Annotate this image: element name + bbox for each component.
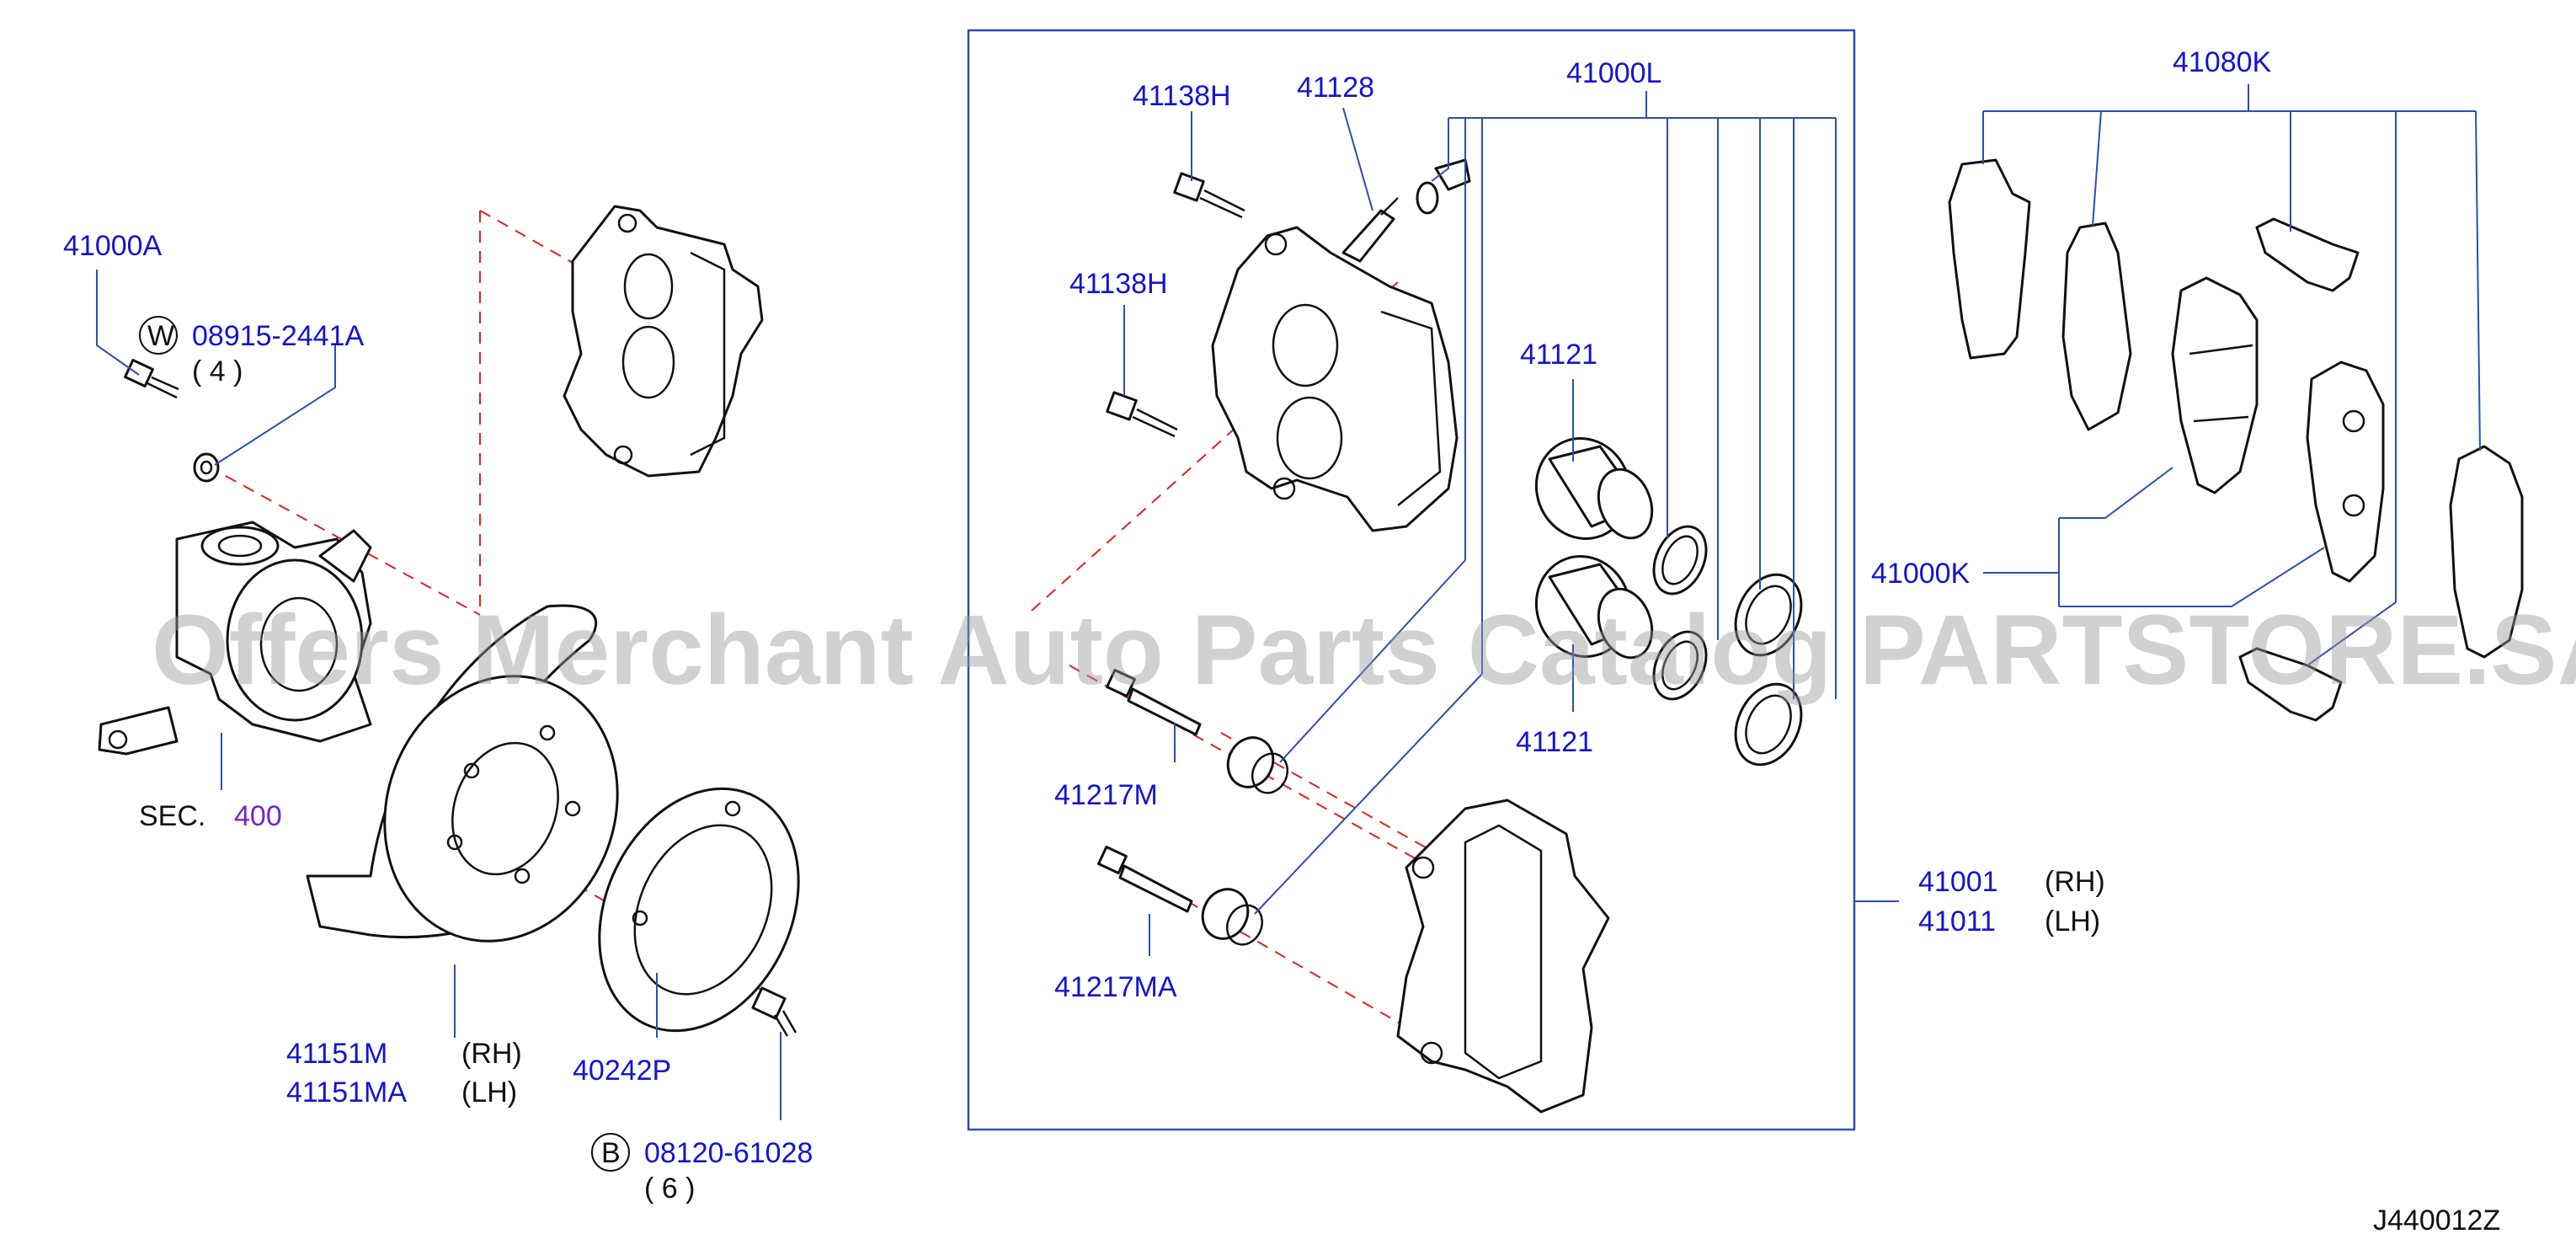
bleeder-cap-part — [1416, 158, 1471, 215]
piston-seal-part — [1652, 525, 1708, 596]
caliper-body-part — [1211, 226, 1459, 532]
backing-plate-bolt-part — [751, 986, 797, 1037]
backing-plate-part — [598, 787, 800, 1033]
guide-pin-boot-part-2 — [1201, 888, 1264, 946]
label-41138H-top[interactable]: 41138H — [1133, 80, 1231, 112]
pad-shim-part-3 — [2449, 445, 2524, 659]
diagram-id: J440012Z — [2373, 1205, 2500, 1237]
label-41000A[interactable]: 41000A — [63, 230, 163, 262]
guide-pin-part-2 — [1097, 846, 1193, 913]
label-41121-top[interactable]: 41121 — [1520, 339, 1597, 371]
label-sec-400[interactable]: 400 — [234, 800, 282, 832]
label-41011[interactable]: 41011 — [1918, 905, 1996, 938]
washer-part — [193, 452, 220, 483]
label-sec: SEC. — [139, 800, 205, 832]
label-08915-2441A[interactable]: 08915-2441A — [192, 320, 365, 352]
caliper-bracket-part — [1396, 799, 1610, 1114]
label-41000L[interactable]: 41000L — [1566, 57, 1661, 89]
steering-knuckle-part — [98, 521, 372, 756]
label-41128[interactable]: 41128 — [1297, 72, 1374, 104]
label-41000K[interactable]: 41000K — [1871, 558, 1971, 590]
piston-boot-part-2 — [1734, 682, 1803, 767]
label-41151MA-lh: (LH) — [461, 1076, 517, 1108]
guide-pin-boot-part — [1226, 736, 1289, 794]
dust-shield-part — [306, 604, 619, 943]
label-41001-rh: (RH) — [2045, 866, 2105, 898]
piston-part — [1534, 437, 1654, 540]
brake-pad-part — [2171, 276, 2259, 494]
label-41121-bottom[interactable]: 41121 — [1516, 726, 1593, 758]
guide-bolt-part-2 — [1106, 391, 1178, 438]
label-41217MA[interactable]: 41217MA — [1054, 971, 1177, 1003]
guide-bolt-part — [1173, 172, 1245, 219]
guide-pin-part — [1106, 669, 1202, 736]
label-40242P[interactable]: 40242P — [573, 1055, 671, 1087]
label-41151M[interactable]: 41151M — [286, 1038, 387, 1070]
leader-lines — [96, 84, 2481, 1120]
pad-clip-part-2 — [2238, 647, 2343, 722]
caliper-bolt-part — [124, 359, 179, 399]
piston-seal-part-2 — [1652, 630, 1708, 701]
pad-clip-part — [2255, 217, 2360, 292]
brake-pad-part-2 — [2306, 361, 2385, 583]
caliper-exploded-view-part — [563, 205, 764, 478]
b-marker-circle — [591, 1133, 630, 1172]
label-41011-lh: (LH) — [2045, 905, 2100, 938]
label-qty-4: ( 4 ) — [192, 355, 243, 387]
pad-shim-part-2 — [2061, 222, 2132, 431]
watermark-text: Offers Merchant Auto Parts Catalog PARTS… — [152, 595, 2576, 706]
label-w-marker: W — [147, 320, 174, 352]
piston-boot-part — [1734, 573, 1803, 657]
piston-part-2 — [1534, 555, 1654, 660]
caliper-group-frame — [967, 29, 1856, 1131]
label-41001[interactable]: 41001 — [1918, 866, 1998, 898]
label-41151M-rh: (RH) — [461, 1038, 522, 1070]
label-41217M[interactable]: 41217M — [1054, 779, 1158, 811]
label-b-marker: B — [601, 1137, 621, 1169]
label-41151MA[interactable]: 41151MA — [286, 1076, 407, 1108]
bleeder-screw-part — [1341, 197, 1399, 263]
label-41138H-mid[interactable]: 41138H — [1069, 268, 1168, 300]
w-marker-circle — [139, 316, 178, 355]
label-08120-61028[interactable]: 08120-61028 — [644, 1137, 813, 1169]
label-qty-6: ( 6 ) — [644, 1173, 695, 1205]
label-41080K[interactable]: 41080K — [2173, 46, 2272, 78]
pad-shim-part — [1948, 158, 2031, 360]
